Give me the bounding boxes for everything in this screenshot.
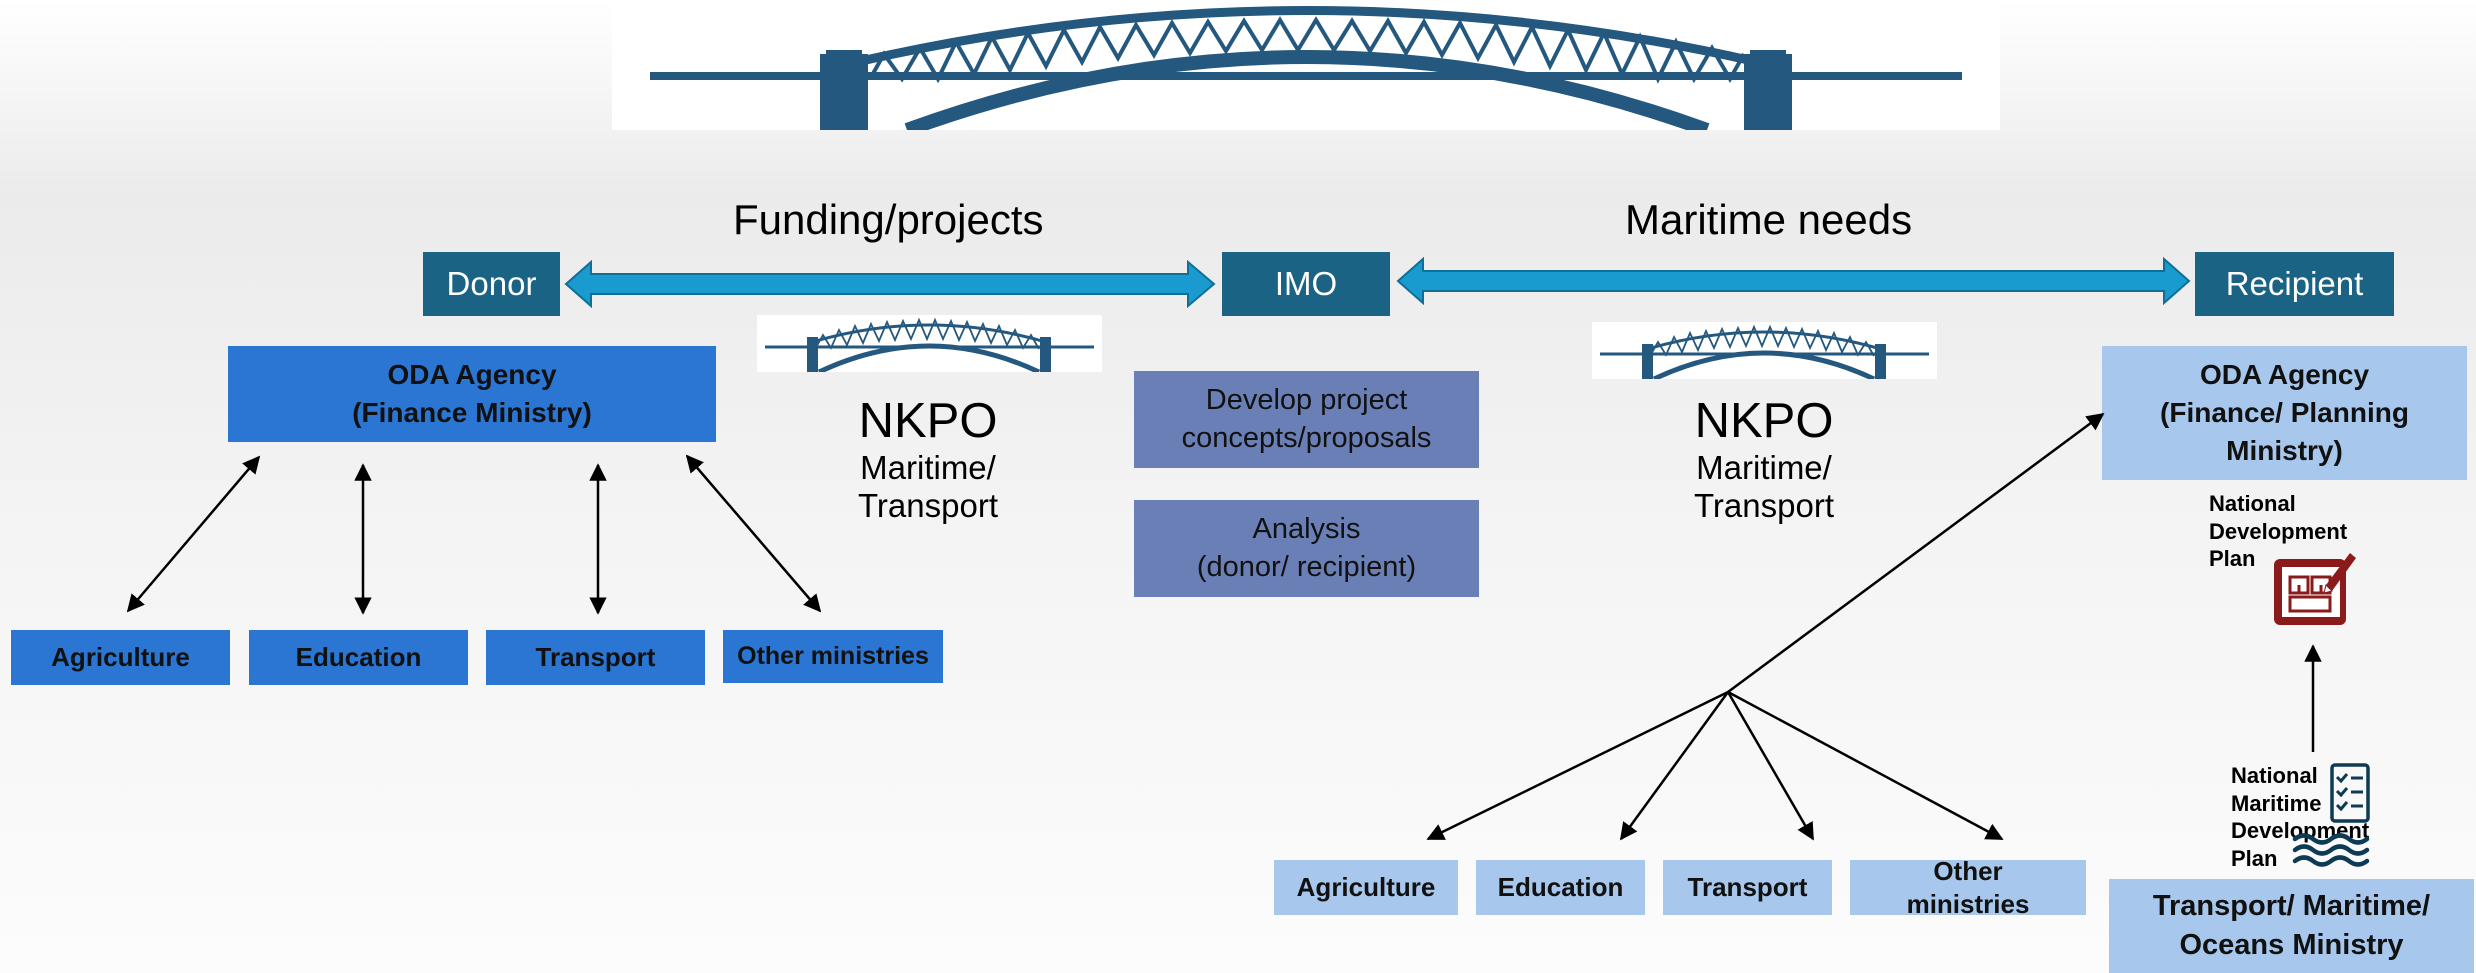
funding-double-arrow xyxy=(564,259,1216,309)
nmdp-line: National xyxy=(2231,763,2318,788)
ndp-line: Plan xyxy=(2209,546,2256,571)
other-line1: Other xyxy=(1933,856,2003,886)
hub-other-connector xyxy=(1727,690,2004,841)
bridge-icon xyxy=(765,317,1094,375)
task1-line1: Develop project xyxy=(1205,383,1408,416)
nkpo-line1: Maritime/ xyxy=(1696,449,1832,487)
tmo-line1: Transport/ Maritime/ xyxy=(2152,889,2431,922)
nkpo-line2: Transport xyxy=(1694,487,1834,525)
nkpo-left: NKPO Maritime/ Transport xyxy=(808,393,1048,525)
hub-to-oda-connector xyxy=(1727,412,2105,694)
hub-agriculture-connector xyxy=(1426,690,1729,841)
analysis-box: Analysis (donor/ recipient) xyxy=(1134,500,1479,597)
bridge-banner xyxy=(612,4,2000,137)
nkpo-line2: Transport xyxy=(858,487,998,525)
donor-agency-line2: (Finance Ministry) xyxy=(352,397,592,428)
donor-ministry-agriculture: Agriculture xyxy=(11,630,230,685)
mini-bridge-left xyxy=(757,315,1102,375)
nkpo-right: NKPO Maritime/ Transport xyxy=(1644,393,1884,525)
imo-node: IMO xyxy=(1222,252,1390,316)
recipient-ministry-education: Education xyxy=(1476,860,1645,915)
donor-ministry-other: Other ministries xyxy=(723,630,943,683)
maritime-needs-label: Maritime needs xyxy=(1625,196,1913,243)
recipient-agency-line3: Ministry) xyxy=(2226,434,2343,466)
hub-transport-connector xyxy=(1726,691,1815,841)
recipient-ministry-agriculture: Agriculture xyxy=(1274,860,1458,915)
nkpo-title: NKPO xyxy=(858,394,998,448)
hub-education-connector xyxy=(1619,691,1730,841)
ndp-line: National xyxy=(2209,491,2296,516)
nmdp-line: Maritime xyxy=(2231,790,2322,816)
recipient-node: Recipient xyxy=(2195,252,2394,316)
recipient-agency-line1: ODA Agency xyxy=(2199,359,2370,391)
recipient-ministry-transport: Transport xyxy=(1663,860,1832,915)
checklist-waves-icon xyxy=(2290,763,2378,869)
transport-maritime-oceans-ministry-box: Transport/ Maritime/ Oceans Ministry xyxy=(2109,879,2474,973)
donor-oda-agency-box: ODA Agency (Finance Ministry) xyxy=(228,346,716,442)
donor-agriculture-connector xyxy=(126,455,261,613)
donor-node: Donor xyxy=(423,252,560,316)
donor-ministry-transport: Transport xyxy=(486,630,705,685)
mini-bridge-right xyxy=(1592,322,1937,382)
donor-agency-line1: ODA Agency xyxy=(387,359,557,391)
task2-line2: (donor/ recipient) xyxy=(1196,550,1417,583)
maritime-double-arrow xyxy=(1396,256,2191,306)
recipient-oda-agency-box: ODA Agency (Finance/ Planning Ministry) xyxy=(2102,346,2467,480)
funding-projects-label: Funding/projects xyxy=(733,196,1044,243)
task2-line1: Analysis xyxy=(1252,512,1361,545)
nkpo-line1: Maritime/ xyxy=(860,449,996,487)
bridge-icon xyxy=(650,6,1962,137)
recipient-agency-line2: (Finance/ Planning xyxy=(2160,397,2409,429)
nmdp-line: Plan xyxy=(2231,845,2278,871)
donor-ministry-education: Education xyxy=(249,630,468,685)
other-line2: ministries xyxy=(1906,888,2030,919)
blueprint-plan-icon xyxy=(2268,545,2358,631)
donor-other-connector xyxy=(685,454,822,613)
tmo-line2: Oceans Ministry xyxy=(2179,929,2404,961)
recipient-ministry-other: Other ministries xyxy=(1850,856,2086,919)
national-development-plan-label: National Development Plan xyxy=(2209,490,2347,573)
bridge-icon xyxy=(1600,324,1929,382)
develop-proposals-box: Develop project concepts/proposals xyxy=(1134,371,1479,468)
nkpo-title: NKPO xyxy=(1694,394,1834,448)
task1-line2: concepts/proposals xyxy=(1181,421,1432,454)
ndp-line: Development xyxy=(2209,518,2348,544)
